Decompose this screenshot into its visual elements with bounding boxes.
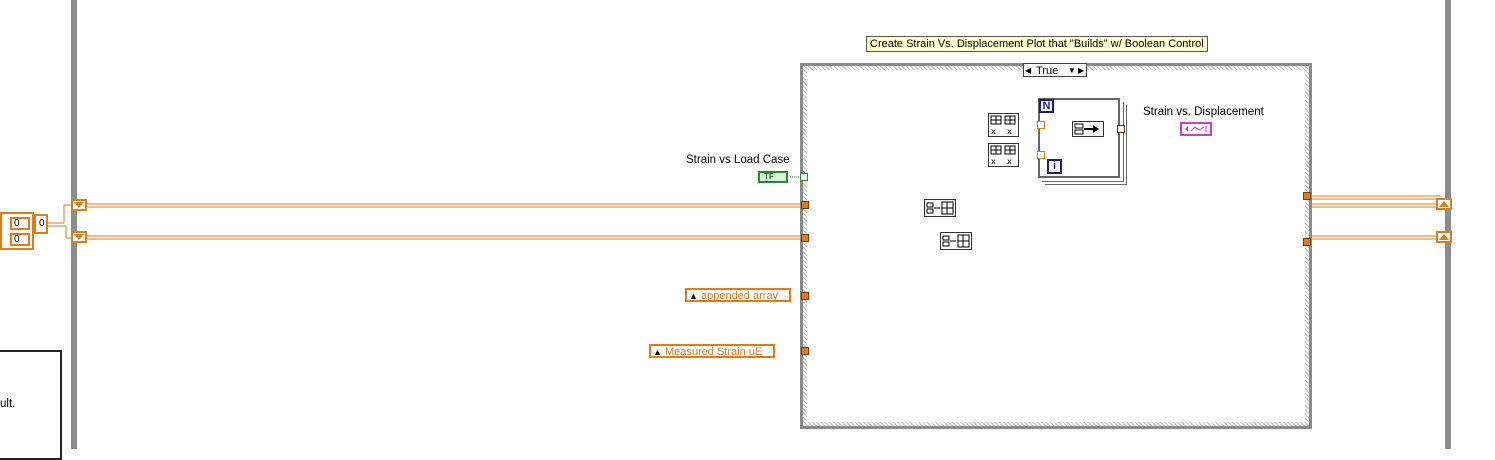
build-array-node-1[interactable] [924, 199, 956, 217]
waveform-indicator-label: Strain vs. Displacement [1143, 106, 1264, 118]
loop-tunnel-in-1 [1037, 121, 1045, 129]
tunnel-left-bottom [801, 234, 809, 242]
boolean-terminal-text: TF [764, 172, 774, 181]
array-index-constant[interactable]: 0 [34, 214, 48, 234]
boolean-control-terminal[interactable]: TF [758, 171, 788, 183]
loop-tunnel-in-2 [1037, 151, 1045, 159]
local-variable-icon: ▲ [689, 291, 698, 301]
loop-right-edge [1445, 0, 1451, 449]
shift-register-left-bottom[interactable] [71, 231, 87, 243]
svg-text:x: x [991, 127, 996, 136]
panel-fragment [0, 350, 62, 460]
array-constant[interactable]: 0 0 [0, 212, 34, 250]
tunnel-left-appended [801, 292, 809, 300]
case-description-tooltip: Create Strain Vs. Displacement Plot that… [866, 36, 1208, 52]
case-next-arrow[interactable]: ▶ [1078, 66, 1085, 75]
local-variable-icon: ▲ [653, 347, 662, 357]
measured-strain-label: Measured Strain uE [664, 346, 763, 358]
loop-tunnel-out [1117, 125, 1125, 133]
svg-text:x: x [991, 157, 996, 166]
shift-register-left-top[interactable] [71, 199, 87, 211]
case-selector[interactable]: ◀ True ▼ ▶ [1023, 63, 1087, 77]
measured-strain-local[interactable]: ▲ Measured Strain uE [649, 344, 775, 358]
loop-left-edge [71, 0, 77, 449]
appended-array-label: appended array [700, 290, 779, 302]
loop-count-terminal[interactable]: N [1039, 99, 1054, 113]
tunnel-left-measured [801, 347, 809, 355]
panel-fragment-text: ult. [0, 398, 16, 410]
svg-text:x: x [1007, 157, 1012, 166]
boolean-control-label: Strain vs Load Case [686, 154, 790, 166]
case-selector-value: True [1036, 65, 1059, 77]
shift-register-right-bottom[interactable] [1436, 231, 1452, 243]
build-array-node-2[interactable] [940, 232, 972, 250]
bundle-node[interactable] [1072, 121, 1104, 137]
svg-text:x: x [1007, 127, 1012, 136]
array-element-1[interactable]: 0 [10, 217, 30, 230]
tunnel-right-top [1303, 192, 1311, 200]
array-element-2[interactable]: 0 [10, 233, 30, 246]
tunnel-left-boolean: ? [800, 171, 808, 181]
appended-array-local[interactable]: ▲ appended array [685, 288, 791, 302]
loop-iteration-terminal: i [1047, 159, 1062, 174]
case-dropdown-icon[interactable]: ▼ [1068, 66, 1076, 75]
case-prev-arrow[interactable]: ◀ [1025, 66, 1032, 75]
shift-register-right-top[interactable] [1436, 198, 1452, 210]
waveform-indicator-terminal[interactable] [1180, 122, 1212, 136]
tunnel-right-bottom [1303, 238, 1311, 246]
tunnel-left-top [801, 201, 809, 209]
